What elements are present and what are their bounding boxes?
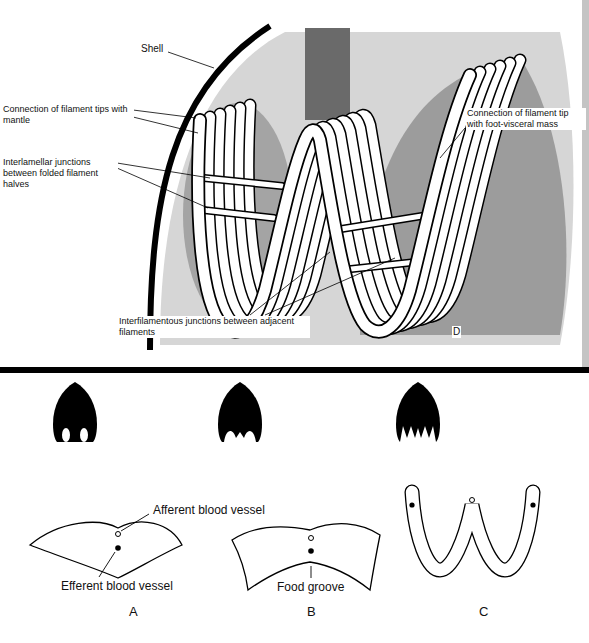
part-label: Food groove (276, 580, 345, 594)
leader-lines (117, 52, 465, 315)
hinge-band (305, 28, 350, 120)
part-label: Interlamellar junctions between folded f… (2, 157, 118, 189)
drawing-part (121, 514, 149, 531)
drawing-part (342, 262, 416, 270)
part-label: Shell (140, 43, 164, 55)
drawing-part (342, 262, 416, 270)
gill-section (30, 522, 182, 578)
drawing-part (80, 428, 88, 442)
panel-letter: D (452, 326, 461, 338)
vessel-filled (409, 502, 414, 507)
drawing-part (400, 426, 436, 442)
drawing-part (203, 210, 274, 218)
drawing-part (133, 117, 198, 133)
gill-filaments (208, 60, 520, 329)
drawing-part (198, 75, 470, 332)
drawing-part (62, 428, 70, 442)
vessel-open (309, 536, 314, 541)
drawing-part (53, 382, 97, 442)
junction-tubes (203, 178, 428, 270)
scan-edge (582, 0, 589, 367)
shell-icon (53, 382, 97, 442)
drawing-part (198, 75, 470, 332)
vessel-filled (115, 545, 121, 551)
drawing-part (99, 552, 115, 577)
drawing-part (335, 215, 428, 230)
vessel-filled (530, 502, 535, 507)
drawing-part (412, 492, 533, 570)
drawing-part (265, 258, 395, 315)
drawing-part (250, 252, 330, 315)
drawing-part (117, 163, 210, 178)
leader-lines (99, 514, 311, 578)
shell-icon (396, 382, 440, 442)
part-label: Connection of filament tip with foot-vis… (466, 108, 586, 130)
drawing-part (440, 128, 465, 158)
part-label: Interfilamentous junctions between adjac… (118, 316, 310, 338)
panel-letter: C (478, 604, 489, 620)
drawing-part (204, 178, 282, 186)
drawing-part (224, 431, 256, 442)
drawing-part (73, 422, 77, 442)
shell-icon (218, 382, 262, 442)
panel-letter: A (128, 604, 139, 620)
panel-letter: B (306, 604, 317, 620)
front-filament (198, 75, 470, 332)
vessel-filled (308, 548, 314, 554)
drawing-part (204, 178, 282, 186)
part-label: Efferent blood vessel (60, 579, 174, 593)
drawing-part (396, 382, 440, 442)
drawing-part (335, 215, 428, 230)
vessel-open (116, 532, 121, 537)
drawing-part (218, 382, 262, 442)
body-region (160, 32, 574, 345)
drawing-part (203, 210, 274, 218)
drawing-part (168, 52, 214, 68)
part-label: Afferent blood vessel (152, 503, 266, 517)
drawing-part (133, 110, 196, 118)
panel-divider (0, 367, 589, 373)
part-label: Connection of filament tips with mantle (2, 104, 134, 126)
vessel-open (470, 498, 475, 503)
drawing-part (311, 566, 312, 578)
drawing-part (412, 492, 533, 570)
gill-section (412, 492, 533, 570)
drawing-part (117, 168, 208, 208)
